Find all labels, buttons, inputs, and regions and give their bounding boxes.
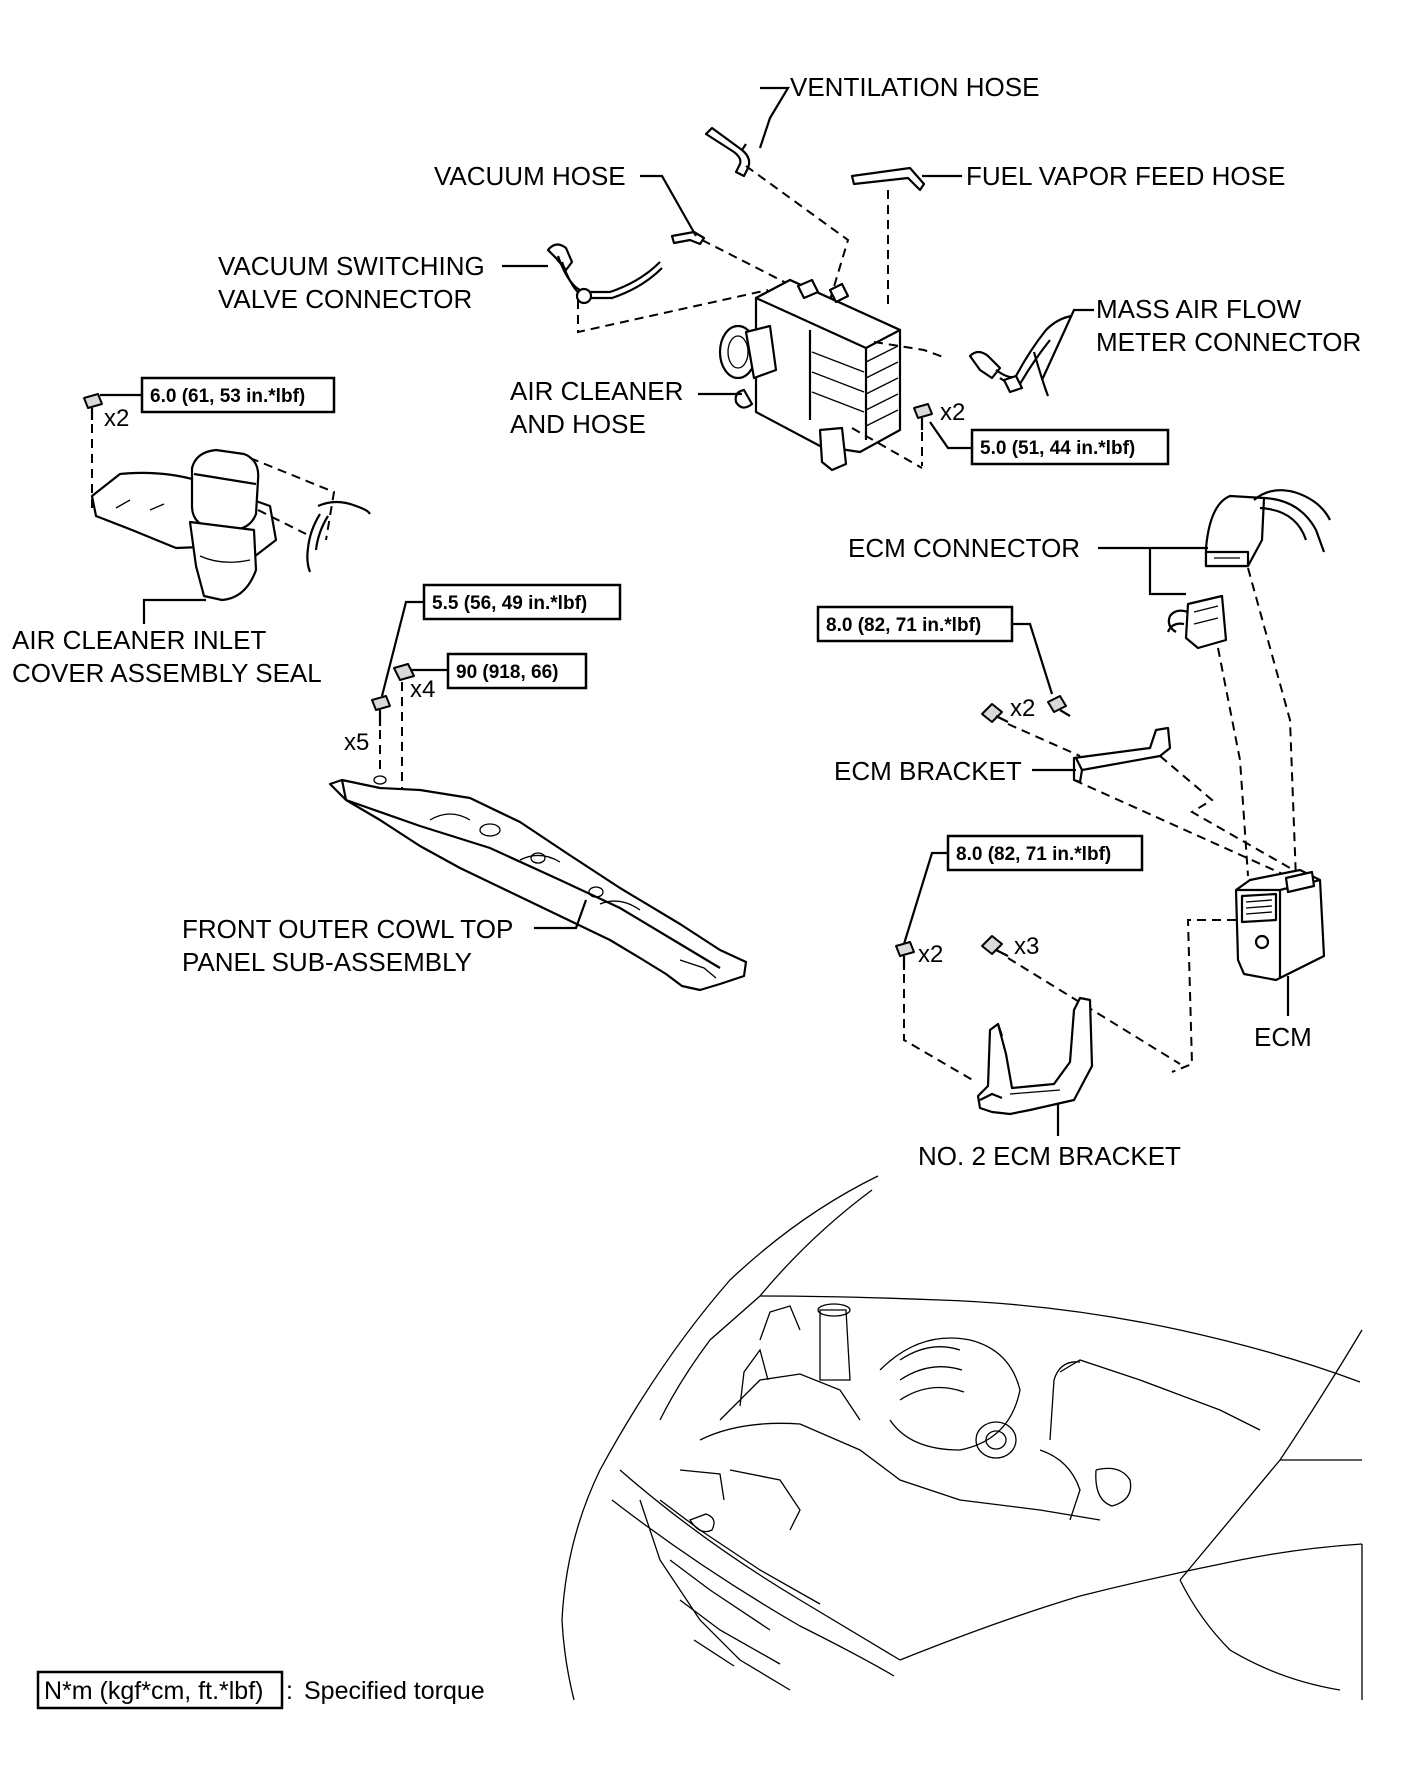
torque-no2-bracket-bolt: 8.0 (82, 71 in.*lbf) xyxy=(956,844,1111,865)
cowl-bolt-icon xyxy=(371,695,391,774)
ecm-connector xyxy=(1166,489,1331,881)
leader-inlet-seal xyxy=(142,598,206,624)
label-inlet-seal-line1: AIR CLEANER INLET xyxy=(12,625,266,655)
torque-box-air-cleaner xyxy=(970,428,1170,466)
legend-torque-box xyxy=(36,1670,284,1710)
no2-bracket-bolt-icon xyxy=(895,941,977,1083)
legend-text: Specified torque xyxy=(304,1677,485,1705)
leader-ventilation-hose xyxy=(758,86,790,149)
inlet-bolt-icon xyxy=(83,393,103,508)
ecm-module xyxy=(1171,868,1326,1073)
label-vacuum-hose: VACUUM HOSE xyxy=(434,161,626,191)
torque-box-ecm-bracket-bolt xyxy=(816,605,1014,643)
front-outer-cowl-top-panel xyxy=(328,775,748,992)
label-fuel-vapor-feed-hose: FUEL VAPOR FEED HOSE xyxy=(966,161,1285,191)
count-no2-bracket-bolt: x2 xyxy=(918,941,943,968)
label-maf-line1: MASS AIR FLOW xyxy=(1096,294,1302,324)
torque-inlet-bolt: 6.0 (61, 53 in.*lbf) xyxy=(150,386,305,407)
count-cowl-bolt: x5 xyxy=(344,729,369,756)
count-cowl-nut: x4 xyxy=(410,676,435,703)
leader-cowl xyxy=(534,899,588,930)
label-air-cleaner-line1: AIR CLEANER xyxy=(510,376,683,406)
torque-cowl-nut: 90 (918, 66) xyxy=(456,662,558,683)
cowl-nut-icon xyxy=(393,663,415,790)
torque-box-no2-bracket-bolt xyxy=(946,834,1144,872)
air-cleaner-bolt-icon xyxy=(913,403,933,466)
label-ecm-connector: ECM CONNECTOR xyxy=(848,533,1080,563)
vacuum-hose xyxy=(670,230,801,291)
torque-box-cowl-bolt xyxy=(422,583,622,621)
legend-colon: : xyxy=(286,1677,293,1705)
vehicle-engine-bay-illustration xyxy=(561,1175,1363,1701)
count-air-cleaner-bolt: x2 xyxy=(940,399,965,426)
ecm-bracket-bolt-icon xyxy=(981,695,1081,757)
label-vsv-line2: VALVE CONNECTOR xyxy=(218,284,472,314)
label-maf-line2: METER CONNECTOR xyxy=(1096,327,1361,357)
ecm-bracket xyxy=(1072,726,1297,881)
fuel-vapor-feed-hose xyxy=(850,166,926,308)
label-ventilation-hose: VENTILATION HOSE xyxy=(790,72,1039,102)
label-cowl-line2: PANEL SUB-ASSEMBLY xyxy=(182,947,472,977)
air-cleaner-and-hose xyxy=(718,278,947,472)
leader-maf-connector xyxy=(1040,308,1094,381)
label-inlet-seal-line2: COVER ASSEMBLY SEAL xyxy=(12,658,322,688)
mass-air-flow-meter-connector xyxy=(968,314,1073,397)
leader-ecm-bracket-torque xyxy=(1012,622,1054,695)
leader-air-cleaner-torque xyxy=(929,421,972,450)
label-air-cleaner-line2: AND HOSE xyxy=(510,409,646,439)
air-cleaner-inlet-cover-seal xyxy=(90,448,371,602)
label-ecm: ECM xyxy=(1254,1022,1312,1052)
torque-cowl-bolt: 5.5 (56, 49 in.*lbf) xyxy=(432,593,587,614)
ventilation-hose xyxy=(704,126,850,301)
count-ecm-bracket-bolt: x2 xyxy=(1010,695,1035,722)
label-no2-ecm-bracket: NO. 2 ECM BRACKET xyxy=(918,1141,1181,1171)
torque-ecm-bracket-bolt: 8.0 (82, 71 in.*lbf) xyxy=(826,615,981,636)
torque-air-cleaner-bolt: 5.0 (51, 44 in.*lbf) xyxy=(980,438,1135,459)
count-ecm-screw: x3 xyxy=(1014,933,1039,960)
legend-unit: N*m (kgf*cm, ft.*lbf) xyxy=(44,1677,263,1705)
vacuum-switching-valve-connector xyxy=(546,243,769,334)
leader-vacuum-hose xyxy=(640,174,697,237)
ecm-screw-icon xyxy=(981,935,1181,1065)
leader-ecm-connector-branch xyxy=(1148,548,1186,596)
no2-ecm-bracket xyxy=(976,996,1094,1116)
label-ecm-bracket: ECM BRACKET xyxy=(834,756,1022,786)
label-vsv-line1: VACUUM SWITCHING xyxy=(218,251,485,281)
label-cowl-line1: FRONT OUTER COWL TOP xyxy=(182,914,513,944)
torque-box-inlet-bolt xyxy=(140,376,336,414)
leader-cowl-bolt-torque xyxy=(380,600,424,697)
count-inlet-bolt: x2 xyxy=(104,405,129,432)
leader-no2-torque xyxy=(902,851,948,945)
